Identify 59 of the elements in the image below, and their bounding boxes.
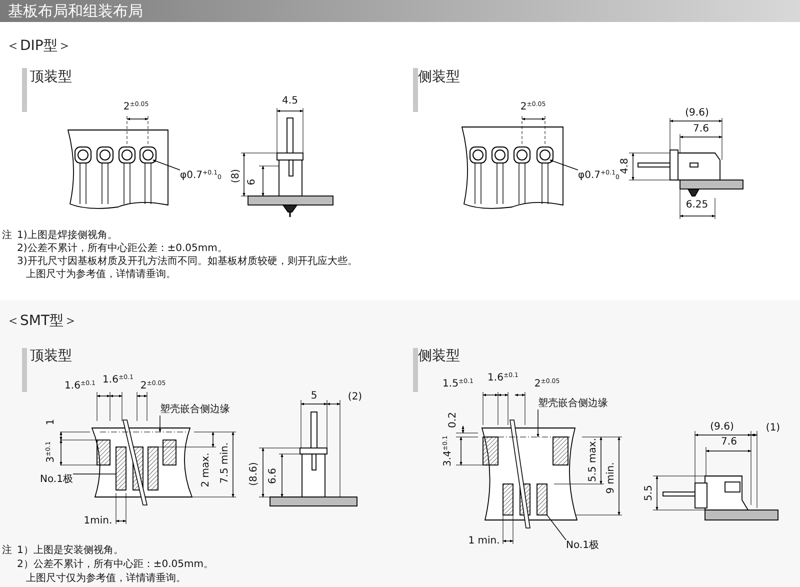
dimension-value: 2$^{±0.05}$ xyxy=(534,378,560,390)
solder-pad xyxy=(116,446,126,490)
note-text: 上图尺寸为参考值，详情请垂询。 xyxy=(26,269,176,280)
dimension-value: 5.5 xyxy=(643,485,655,501)
dimension-value: (8) xyxy=(230,168,242,184)
note-text: 3)开孔尺寸因基板材质及开孔方法而不同。如基板材质较硬，则开孔应大些。 xyxy=(17,256,358,268)
leader-line xyxy=(158,415,162,432)
dimension-value: 6 xyxy=(246,178,258,186)
dimension-value: 7.6 xyxy=(721,436,737,448)
dimension-value: 1 min. xyxy=(468,535,500,547)
dimension-value: 1.5$^{±0.1}$ xyxy=(442,378,474,390)
section-heading: 侧装型 xyxy=(418,348,460,364)
dimension-value: 4.5 xyxy=(282,95,298,107)
dimension-value: 2$^{±0.05}$ xyxy=(140,380,166,392)
callout-text: 塑壳嵌合侧边缘 xyxy=(538,398,608,410)
callout-text: No.1极 xyxy=(40,474,73,486)
solder-pad xyxy=(536,484,548,516)
dimension-value: 7.6 xyxy=(693,123,709,135)
housing-edge-line xyxy=(486,436,572,438)
note-text: 1)上图是焊接侧视角。 xyxy=(17,230,118,242)
section-heading: 侧装型 xyxy=(418,69,460,86)
note-marker: 注 xyxy=(2,545,12,556)
note-text: 上图尺寸仅为参考值，详情请垂询。 xyxy=(26,573,186,584)
dimension-value: 6.6 xyxy=(267,468,279,484)
dimension-value: 1min. xyxy=(84,515,112,527)
dimension-value: 1 xyxy=(45,418,57,426)
note-text: 2）公差不累计，所有中心距：±0.05mm。 xyxy=(17,559,214,570)
callout-text: 塑壳嵌合侧边缘 xyxy=(160,404,230,416)
dimension-value: 5 xyxy=(310,390,318,402)
dimension-value: 7.5 min. xyxy=(219,442,231,484)
dimension-value: 6.25 xyxy=(686,199,708,211)
leader-line xyxy=(536,409,540,438)
callout-text: No.1极 xyxy=(566,540,599,552)
dimension-value: (9.6) xyxy=(685,107,709,119)
dimension-value: 2$^{±0.05}$ xyxy=(123,101,149,113)
dimension-value: 5.5 max. xyxy=(587,438,599,482)
section-heading: ＜DIP型＞ xyxy=(6,38,72,54)
leader-line xyxy=(550,160,578,170)
leader-line xyxy=(152,160,180,170)
dimension-value: (8.6) xyxy=(248,462,260,486)
note-text: 2)公差不累计，所有中心距公差：±0.05mm。 xyxy=(17,243,228,254)
dimension-value: (9.6) xyxy=(710,421,734,433)
dimension-value: 2 max. xyxy=(200,452,212,488)
dimension-value: 1.6$^{±0.1}$ xyxy=(64,380,96,392)
dimension-value: (2) xyxy=(348,391,362,403)
dimension-value: 2$^{±0.05}$ xyxy=(520,101,546,113)
dimension-value: 1.6$^{±0.1}$ xyxy=(488,372,518,384)
dimension-value: 1.6$^{±0.1}$ xyxy=(102,374,134,386)
dimension-value: (1) xyxy=(766,422,780,434)
dimension-value: 0.2 xyxy=(447,412,459,428)
dimension-value: 9 min. xyxy=(605,462,617,494)
page-title: 基板布局和组装布局 xyxy=(8,2,143,21)
section-heading: ＜SMT型＞ xyxy=(6,313,78,330)
note-text: 1）上图是安装侧视角。 xyxy=(17,545,124,556)
dimension-value: 4.8 xyxy=(619,158,631,174)
leader-line xyxy=(546,514,566,540)
note-marker: 注 xyxy=(2,230,12,242)
section-heading: 顶装型 xyxy=(30,348,72,364)
section-heading: 顶装型 xyxy=(30,69,72,86)
